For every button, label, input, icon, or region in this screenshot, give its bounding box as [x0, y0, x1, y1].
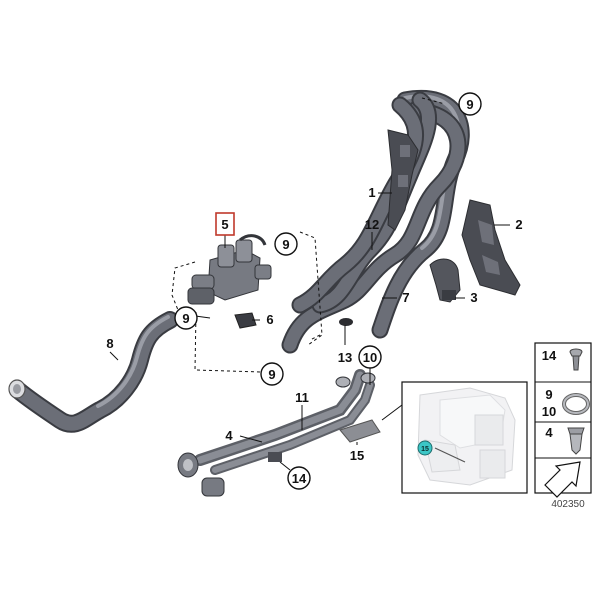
- parts-legend: 14 9 10 4: [534, 342, 592, 498]
- dashed-leaders: [171, 97, 446, 373]
- callout-4[interactable]: 4: [225, 428, 233, 443]
- inset-vehicle-view[interactable]: 15: [401, 381, 528, 494]
- legend-label-4: 4: [545, 425, 553, 440]
- inset-pointer-line: [381, 404, 403, 421]
- direction-arrow-icon: [544, 461, 581, 498]
- hose-clamp-icon: [562, 393, 590, 415]
- callout-11[interactable]: 11: [295, 390, 309, 405]
- inset-leader: [434, 447, 466, 463]
- callout-label: 14: [292, 471, 307, 486]
- reference-number: 402350: [551, 499, 585, 510]
- legend-row-14[interactable]: 14: [542, 348, 583, 371]
- pad-part-15: [339, 419, 381, 443]
- callout-9-top[interactable]: 9: [458, 92, 482, 116]
- callout-label: 10: [363, 350, 377, 365]
- block-part-6: [234, 312, 257, 329]
- callout-9-valve-right[interactable]: 9: [274, 232, 298, 256]
- callout-12[interactable]: 12: [365, 217, 379, 232]
- marker-15: [417, 440, 433, 456]
- marker-15-label: 15: [421, 446, 429, 453]
- callout-label: 5: [221, 217, 228, 232]
- callout-9-valve-left[interactable]: 9: [174, 306, 198, 330]
- callout-7[interactable]: 7: [402, 290, 409, 305]
- tube-assembly-part-4: [177, 369, 376, 497]
- callout-3[interactable]: 3: [470, 290, 477, 305]
- callout-9-bottom[interactable]: 9: [260, 362, 284, 386]
- highlight-box: [215, 212, 235, 236]
- callout-6[interactable]: 6: [266, 312, 273, 327]
- callout-8[interactable]: 8: [106, 336, 113, 351]
- callout-1[interactable]: 1: [368, 185, 375, 200]
- valve-part-5: [187, 234, 272, 305]
- clip-part-3: [429, 258, 461, 303]
- bracket-part-2: [461, 199, 521, 296]
- callout-5-highlighted[interactable]: 5: [215, 212, 235, 236]
- callout-label: 9: [466, 97, 473, 112]
- callout-label: 9: [268, 367, 275, 382]
- legend-label-10: 10: [542, 404, 556, 419]
- hose-part-8: [8, 311, 179, 433]
- legend-label-14: 14: [542, 348, 557, 363]
- expanding-rivet-icon: [567, 427, 585, 455]
- legend-label-9: 9: [545, 387, 552, 402]
- legend-row-4[interactable]: 4: [545, 425, 585, 455]
- callout-label: 9: [182, 311, 189, 326]
- engine-bay-sketch: [417, 387, 516, 486]
- callout-14[interactable]: 14: [287, 466, 311, 490]
- callout-15[interactable]: 15: [350, 448, 364, 463]
- bracket-part-1: [387, 129, 419, 231]
- legend-row-9-10[interactable]: 9 10: [542, 387, 590, 419]
- callout-2[interactable]: 2: [515, 217, 522, 232]
- clip-fastener-icon: [569, 348, 583, 371]
- callout-13[interactable]: 13: [338, 350, 352, 365]
- callout-label: 9: [282, 237, 289, 252]
- callout-10[interactable]: 10: [358, 345, 382, 369]
